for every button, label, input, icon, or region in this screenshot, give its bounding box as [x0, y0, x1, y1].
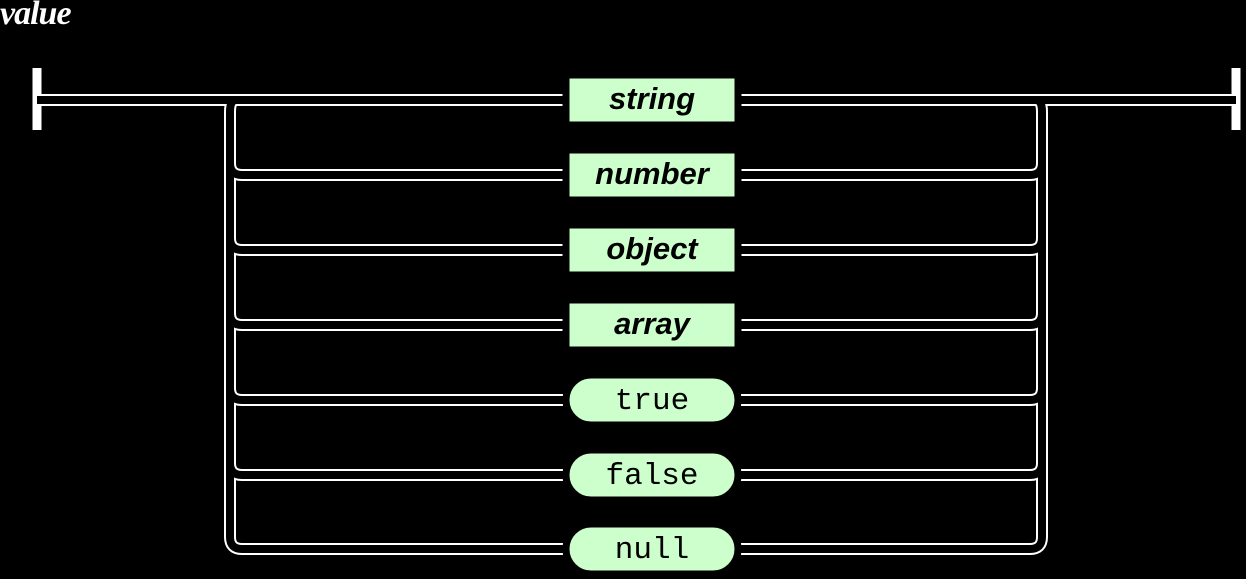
node-object[interactable]: object	[562, 221, 742, 279]
node-object-label: object	[606, 231, 699, 266]
node-number-label: number	[595, 156, 711, 191]
node-true-box[interactable]	[562, 371, 742, 429]
node-true[interactable]: true	[562, 371, 742, 429]
node-string-box[interactable]	[562, 71, 742, 129]
node-true-label: true	[615, 384, 689, 419]
track-inner-layer	[37, 96, 1236, 553]
node-array-box[interactable]	[562, 296, 742, 354]
node-number[interactable]: number	[562, 146, 742, 204]
node-array-label: array	[614, 306, 692, 341]
node-false-label: false	[605, 459, 698, 494]
node-object-box[interactable]	[562, 221, 742, 279]
node-null-label: null	[615, 533, 689, 568]
node-false[interactable]: false	[562, 446, 742, 504]
node-array[interactable]: array	[562, 296, 742, 354]
node-string-label: string	[609, 81, 695, 116]
node-string[interactable]: string	[562, 71, 742, 129]
node-number-box[interactable]	[562, 146, 742, 204]
node-null[interactable]: null	[562, 520, 742, 578]
page-title: value	[0, 0, 72, 32]
node-null-box[interactable]	[562, 520, 742, 578]
node-false-box[interactable]	[562, 446, 742, 504]
